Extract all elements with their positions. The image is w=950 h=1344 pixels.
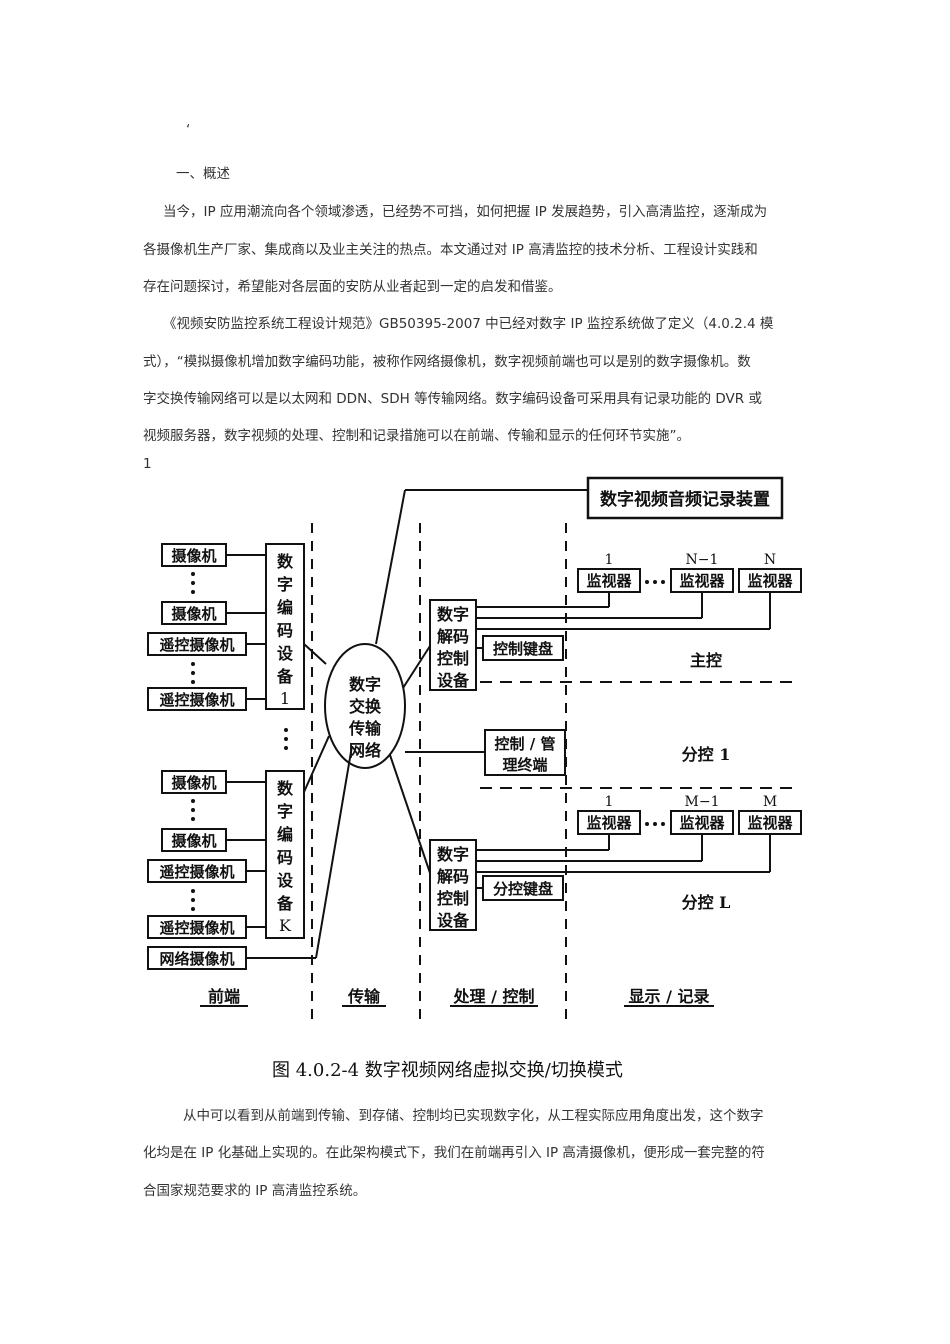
encoder-k-char: 编 xyxy=(277,825,293,844)
network-label: 数字 xyxy=(349,675,381,694)
terminal-label: 理终端 xyxy=(502,756,547,774)
encoder-k-char: 数 xyxy=(277,779,294,798)
camera-label: 摄像机 xyxy=(171,832,216,850)
paragraph-3-line-3: 合国家规范要求的 IP 高清监控系统。 xyxy=(143,1183,367,1199)
paragraph-2-line-2: 式），“模拟摄像机增加数字编码功能，被称作网络摄像机，数字视频前端也可以是别的数… xyxy=(143,354,751,370)
monitor-label: 监视器 xyxy=(679,572,725,590)
paragraph-1-line-3: 存在问题探讨，希望能对各层面的安防从业者起到一定的启发和借鉴。 xyxy=(143,279,562,295)
monitor-index: N xyxy=(764,552,776,568)
encoder-1-char: 数 xyxy=(277,552,294,571)
monitor-label: 监视器 xyxy=(586,814,632,832)
paragraph-2-line-3: 字交换传输网络可以是以太网和 DDN、SDH 等传输网络。数字编码设备可采用具有… xyxy=(143,391,762,407)
monitor-label: 监视器 xyxy=(747,572,793,590)
monitor-index: N−1 xyxy=(686,552,719,568)
camera-label: 摄像机 xyxy=(171,547,216,565)
recorder-label: 数字视频音频记录装置 xyxy=(600,489,770,510)
encoder-1-char: 备 xyxy=(276,667,294,686)
paragraph-2-line-1: 《视频安防监控系统工程设计规范》GB50395-2007 中已经对数字 IP 监… xyxy=(163,316,774,332)
paragraph-3-line-2: 化均是在 IP 化基础上实现的。在此架构模式下，我们在前端再引入 IP 高清摄像… xyxy=(143,1145,765,1161)
system-diagram: 摄像机 摄像机 遥控摄像机 遥控摄像机 摄像机 摄像机 遥控摄像机 遥控摄像机 … xyxy=(147,476,802,1023)
camera-label: 摄像机 xyxy=(171,605,216,623)
encoder-1-char: 字 xyxy=(277,575,293,594)
decoder-sub-label: 数字 xyxy=(437,845,469,864)
remote-camera-label: 遥控摄像机 xyxy=(159,863,234,881)
zone-main-label: 主控 xyxy=(690,651,722,670)
section-transport-label: 传输 xyxy=(347,987,381,1006)
zone-sub1-label: 分控 1 xyxy=(682,745,731,764)
monitor-index: 1 xyxy=(605,794,614,810)
monitor-label: 监视器 xyxy=(586,572,632,590)
encoder-k-char: 字 xyxy=(277,802,293,821)
zone-subL-label: 分控 L xyxy=(682,893,731,912)
decoder-main-label: 设备 xyxy=(437,671,470,690)
figure-marker: 1 xyxy=(143,456,152,472)
monitor-index: 1 xyxy=(605,552,614,568)
decoder-sub-label: 控制 xyxy=(437,889,469,908)
encoder-k-char: 码 xyxy=(277,848,293,867)
network-label: 传输 xyxy=(348,719,382,738)
paragraph-1-line-1: 当今，IP 应用潮流向各个领域渗透，已经势不可挡，如何把握 IP 发展趋势，引入… xyxy=(163,204,768,220)
encoder-1-char: 码 xyxy=(277,621,293,640)
encoder-1-char: 编 xyxy=(277,598,293,617)
encoder-k-char: 设 xyxy=(277,871,294,890)
paragraph-2-line-4: 视频服务器，数字视频的处理、控制和记录措施可以在前端、传输和显示的任何环节实施”… xyxy=(143,428,690,444)
control-keyboard-label: 控制键盘 xyxy=(493,640,553,658)
monitor-label: 监视器 xyxy=(679,814,725,832)
paragraph-3-line-1: 从中可以看到从前端到传输、到存储、控制均已实现数字化，从工程实际应用角度出发，这… xyxy=(183,1108,764,1124)
monitor-index: M−1 xyxy=(685,794,720,810)
section-display-label: 显示 / 记录 xyxy=(629,987,710,1006)
section-heading: 一、概述 xyxy=(176,166,230,182)
encoder-k-char: 备 xyxy=(276,894,294,913)
encoder-k-index: K xyxy=(279,916,292,935)
remote-camera-label: 遥控摄像机 xyxy=(159,691,234,709)
network-label: 网络 xyxy=(349,741,381,760)
decoder-sub-label: 设备 xyxy=(437,911,470,930)
remote-camera-label: 遥控摄像机 xyxy=(159,636,234,654)
encoder-1-index: 1 xyxy=(280,689,290,708)
terminal-label: 控制 / 管 xyxy=(495,735,556,753)
paragraph-1-line-2: 各摄像机生产厂家、集成商以及业主关注的热点。本文通过对 IP 高清监控的技术分析… xyxy=(143,242,758,258)
decoder-main-label: 解码 xyxy=(437,627,469,646)
figure-caption: 图 4.0.2-4 数字视频网络虚拟交换/切换模式 xyxy=(272,1060,623,1081)
section-frontend-label: 前端 xyxy=(208,987,240,1006)
monitor-label: 监视器 xyxy=(747,814,793,832)
monitor-index: M xyxy=(763,794,777,810)
decoder-sub-label: 解码 xyxy=(437,867,469,886)
decoder-main-label: 数字 xyxy=(437,605,469,624)
remote-camera-label: 遥控摄像机 xyxy=(159,919,234,937)
decoder-main-label: 控制 xyxy=(437,649,469,668)
camera-label: 摄像机 xyxy=(171,774,216,792)
encoder-1-char: 设 xyxy=(277,644,294,663)
network-camera-label: 网络摄像机 xyxy=(159,950,234,968)
section-processing-label: 处理 / 控制 xyxy=(453,987,535,1006)
page-mark: ‘ xyxy=(186,122,191,138)
sub-keyboard-label: 分控键盘 xyxy=(493,880,553,898)
ellipsis-dots xyxy=(191,572,665,911)
network-label: 交换 xyxy=(349,697,382,716)
